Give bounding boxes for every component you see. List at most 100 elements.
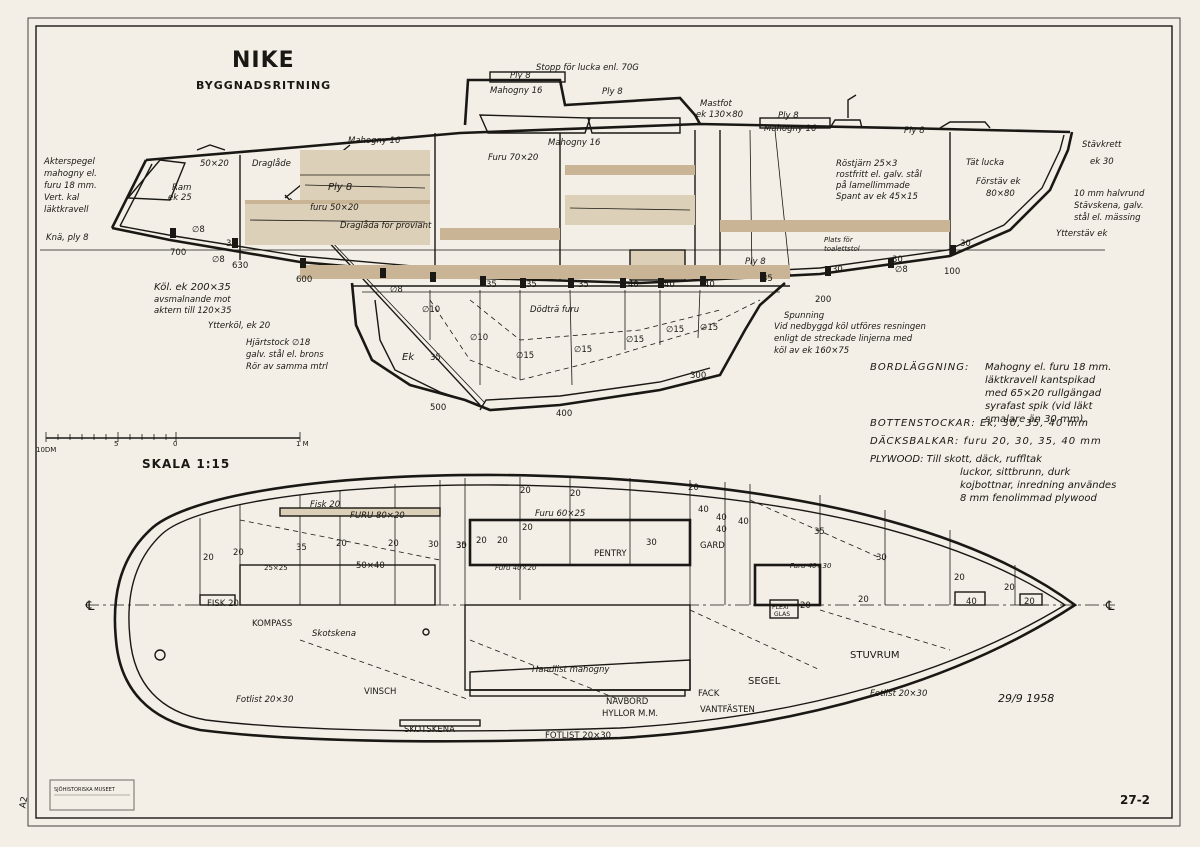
label-ytterkol: Ytterköl, ek 20	[208, 321, 270, 331]
stern-cleat-plan	[199, 594, 236, 606]
label-akterspegel-5: läktkravell	[44, 205, 89, 215]
label-ram-dim: ek 25	[168, 193, 192, 203]
grain-2	[304, 184, 426, 189]
label-stavkrett: Stävkrett	[1082, 140, 1122, 150]
dim-d8-c: ∅8	[390, 285, 403, 295]
label-hjartstock-1: Hjärtstock ∅18	[246, 338, 311, 348]
label-forstav-1: Förstäv ek	[976, 177, 1022, 187]
label-50x20: 50×20	[200, 159, 229, 169]
dim-20-13: 20	[1024, 597, 1035, 607]
label-draglade: Draglåde	[252, 158, 291, 169]
dim-40-a: 40	[628, 280, 639, 290]
skotskena-track	[399, 719, 481, 727]
station-700: 700	[170, 248, 186, 258]
label-halvrund-3: stål el. mässing	[1074, 212, 1141, 223]
handrail-top	[279, 507, 441, 517]
dim-20-4: 20	[388, 539, 399, 549]
dim-20-15: 20	[800, 601, 811, 611]
dim-20-2: 20	[233, 548, 244, 558]
keel-bolts	[429, 289, 701, 386]
plywood-line-4: 8 mm fenolimmad plywood	[960, 493, 1097, 504]
label-kol-1: Köl. ek 200×35	[154, 282, 231, 293]
label-kol-3: aktern till 120×35	[154, 306, 232, 316]
sheet-number: 27-2	[1120, 793, 1150, 807]
label-akterspegel-1: Akterspegel	[43, 157, 95, 167]
dim-d8-b: ∅8	[212, 255, 225, 265]
label-akterspegel-2: mahogny el.	[44, 169, 97, 179]
hull-inner	[119, 134, 1065, 278]
label-tat-lucka: Tät lucka	[966, 158, 1004, 168]
stern-fitting	[154, 649, 166, 661]
dim-30-b: 30	[832, 265, 843, 275]
label-stopp: Stopp för lucka enl. 70G	[536, 63, 639, 73]
label-dodtra: Dödträ furu	[530, 305, 579, 315]
hull-profile	[40, 71, 1105, 412]
plan-deck-edge	[128, 484, 1067, 732]
archive-stamp: SJÖHISTORISKA MUSEET	[49, 779, 135, 811]
label-handlist: Handlist mahogny	[532, 665, 610, 675]
dim-d15-e: ∅15	[700, 323, 718, 333]
hatch-top	[489, 71, 566, 83]
label-kna: Knä, ply 8	[46, 233, 89, 243]
fwd-hatch	[759, 117, 831, 129]
sheer-line	[145, 122, 1071, 162]
rudder-outline	[374, 299, 466, 401]
dim-35-b: 35	[526, 280, 537, 290]
label-rosttjarn-2: rostfritt el. galv. stål	[836, 169, 922, 180]
label-mastfot: Mastfot	[700, 99, 732, 109]
label-rosttjarn-3: på lamellimmade	[835, 180, 910, 191]
alt-keel-dashed-2	[469, 299, 721, 341]
berth-board	[720, 220, 950, 232]
label-fotlist-b: FOTLIST 20×30	[545, 731, 611, 741]
dim-d15-c: ∅15	[626, 335, 644, 345]
dim-30-plan-2: 30	[876, 553, 887, 563]
shelf-board	[565, 165, 695, 175]
wood-panel-drawer	[245, 200, 430, 245]
label-pentry: PENTRY	[594, 549, 627, 559]
label-navbord-1: NAVBORD	[606, 697, 649, 707]
dim-30-d: 30	[960, 239, 971, 249]
dim-35-plan-1: 35	[296, 543, 307, 553]
dim-30-plan-3: 30	[456, 541, 467, 551]
label-fotlist-a: Fotlist 20×30	[236, 695, 293, 705]
centerline-mark-left: ℄	[85, 599, 95, 614]
dim-35-a: 35	[486, 280, 497, 290]
dim-20-8: 20	[570, 489, 581, 499]
label-furu70: Furu 70×20	[488, 153, 538, 163]
outer-border	[27, 17, 1181, 827]
drawing-date: 29/9 1958	[998, 692, 1054, 705]
label-ply8-top: Ply 8	[510, 71, 531, 81]
dim-20-10: 20	[522, 523, 533, 533]
station-200: 200	[815, 295, 831, 305]
hull-plan: ℄ ℄	[85, 473, 1115, 743]
label-hjartstock-2: galv. stål el. brons	[246, 349, 324, 360]
centerline-mark-right: ℄	[1105, 599, 1115, 614]
inner-border	[35, 25, 1173, 819]
dim-35-plan-2: 35	[814, 527, 825, 537]
dim-20-6: 20	[497, 536, 508, 546]
label-fack: FACK	[698, 689, 720, 699]
label-furu50: furu 50×20	[310, 203, 359, 213]
scale-tick-0: 0	[173, 440, 177, 448]
dim-20-9: 20	[688, 483, 699, 493]
scale-tick-10dm: 10DM	[36, 446, 56, 454]
plywood-line-3: kojbottnar, inredning användes	[960, 480, 1116, 491]
label-furu80: FURU 80×20	[350, 511, 405, 521]
shelf-strip	[245, 200, 430, 204]
cabin-trunk	[463, 78, 702, 126]
transom-frame	[126, 159, 186, 201]
label-draglada-proviant: Draglåda för proviant	[340, 220, 432, 231]
bow-cleat	[1019, 593, 1043, 606]
dim-20-3: 20	[336, 539, 347, 549]
grain-3	[249, 219, 426, 223]
station-500: 500	[430, 403, 446, 413]
label-plexiglas-2: GLAS	[774, 611, 790, 618]
dim-d8-a: ∅8	[192, 225, 205, 235]
keel-outline	[350, 282, 786, 412]
cabin-window-fwd	[587, 117, 681, 134]
label-mahogny16-side: Mahogny 16	[548, 138, 601, 148]
alt-keel-dashed	[429, 299, 761, 381]
label-skotskena-2: SKOTSKENA	[404, 725, 455, 735]
